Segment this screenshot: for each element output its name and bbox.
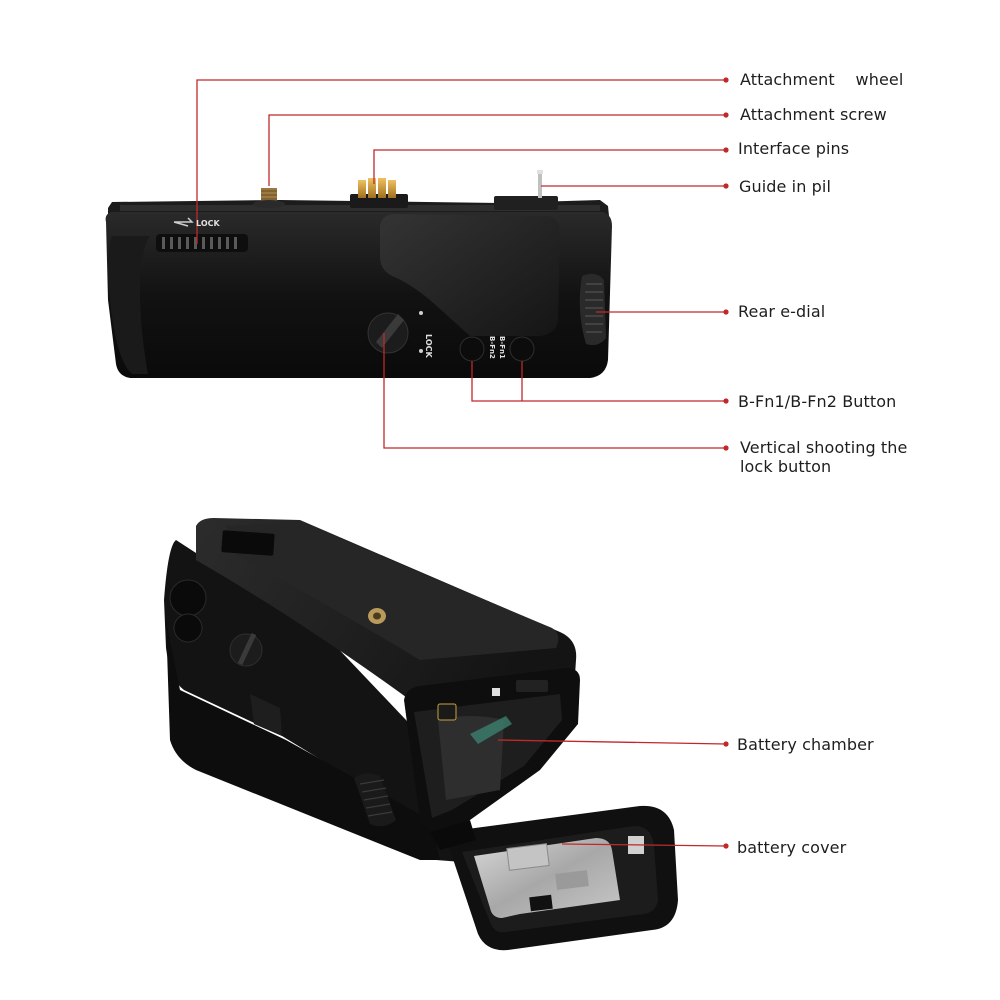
label-attachment-screw: Attachment screw xyxy=(740,105,887,124)
leader-battery-chamber xyxy=(497,739,727,745)
lock-marking-side: LOCK xyxy=(424,334,433,358)
bfn2-marking: B-Fn2 xyxy=(488,336,496,359)
label-attachment-wheel: Attachment wheel xyxy=(740,70,904,89)
leader-vertical-lock xyxy=(383,333,726,449)
label-vertical-lock-line2: lock button xyxy=(740,457,832,476)
lock-marking-top: LOCK xyxy=(196,219,220,228)
label-guide-pin: Guide in pil xyxy=(739,177,831,196)
leader-attachment-wheel xyxy=(196,79,726,244)
bfn1-marking: B-Fn1 xyxy=(498,336,506,359)
label-battery-cover: battery cover xyxy=(737,838,847,857)
label-vertical-lock-line1: Vertical shooting the xyxy=(740,438,908,457)
leader-attachment-screw xyxy=(268,114,726,186)
interface-pins xyxy=(350,178,408,208)
battery-grip-bottom-view xyxy=(164,518,678,951)
label-interface-pins: Interface pins xyxy=(738,139,850,158)
guide-pin xyxy=(494,170,558,210)
label-rear-edial: Rear e-dial xyxy=(738,302,826,321)
leader-battery-cover xyxy=(561,843,727,847)
leader-lines xyxy=(196,79,727,847)
label-bfn-buttons: B-Fn1/B-Fn2 Button xyxy=(738,392,897,411)
attachment-screw xyxy=(253,188,285,208)
label-battery-chamber: Battery chamber xyxy=(737,735,874,754)
leader-interface-pins xyxy=(373,149,726,184)
rear-e-dial xyxy=(579,273,606,346)
vertical-lock-lever xyxy=(367,311,423,354)
attachment-wheel xyxy=(156,234,248,252)
rubber-grip-panel xyxy=(380,214,560,336)
leader-endpoints xyxy=(723,77,729,849)
battery-grip-front-view xyxy=(105,170,612,378)
leader-bfn-buttons xyxy=(471,361,726,402)
